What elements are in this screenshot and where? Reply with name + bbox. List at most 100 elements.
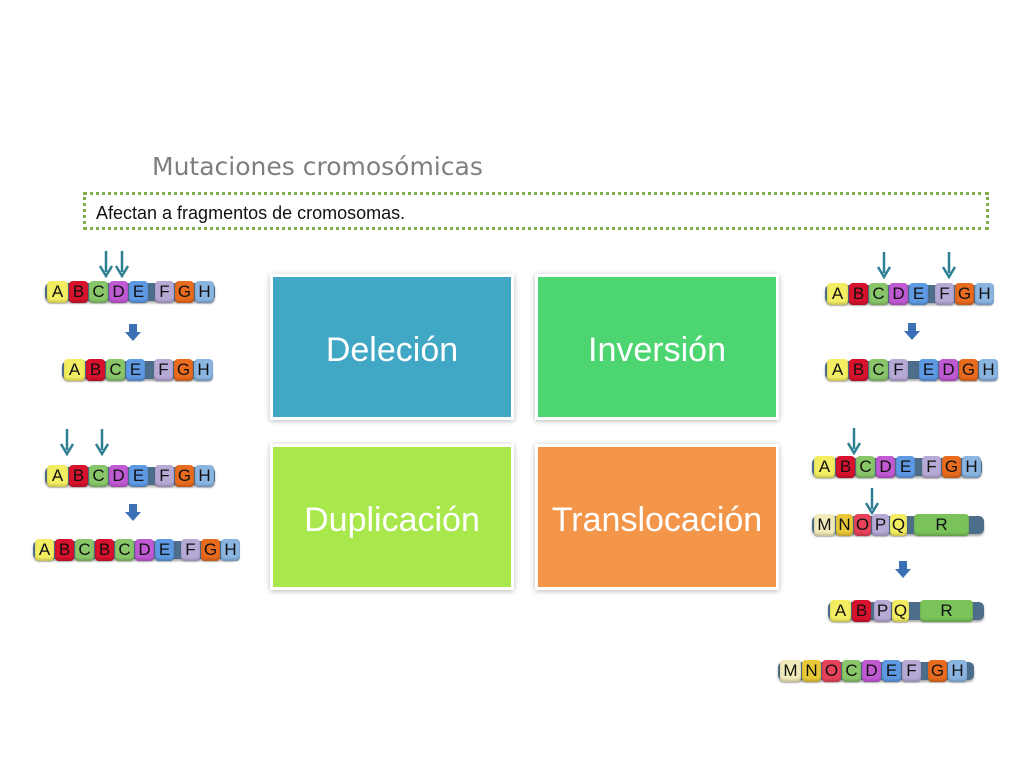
gene-A: A — [830, 600, 851, 622]
gene-B: B — [95, 539, 114, 561]
gene-D: D — [889, 283, 908, 305]
card-label: Inversión — [588, 330, 726, 369]
gene-C: C — [106, 359, 125, 381]
subtitle-text: Afectan a fragmentos de cromosomas. — [96, 203, 406, 223]
gene-N: N — [802, 660, 821, 682]
gene-B: B — [836, 456, 855, 478]
gene-E: E — [909, 283, 928, 305]
gene-A: A — [827, 359, 848, 381]
gene-R: R — [914, 514, 969, 536]
gene-M: M — [780, 660, 801, 682]
gene-A: A — [827, 283, 848, 305]
gene-C: C — [89, 465, 108, 487]
arrow-down-icon — [864, 488, 880, 516]
subtitle-box: Afectan a fragmentos de cromosomas. — [83, 192, 989, 230]
gene-F: F — [922, 456, 941, 478]
gene-C: C — [869, 359, 888, 381]
gene-G: G — [175, 465, 194, 487]
gene-F: F — [155, 281, 174, 303]
arrow-down-icon — [98, 251, 114, 279]
gene-A: A — [35, 539, 54, 561]
card-translocacion: Translocación — [538, 447, 776, 587]
gene-G: G — [174, 359, 193, 381]
arrow-down-icon — [59, 429, 75, 457]
gene-B: B — [69, 465, 88, 487]
gene-E: E — [126, 359, 145, 381]
gene-E: E — [155, 539, 174, 561]
arrow-down-icon — [941, 252, 957, 280]
gene-D: D — [876, 456, 895, 478]
gene-C: C — [842, 660, 861, 682]
gene-F: F — [154, 359, 173, 381]
gene-F: F — [155, 465, 174, 487]
gene-D: D — [862, 660, 881, 682]
gene-R: R — [920, 600, 973, 622]
gene-C: C — [89, 281, 108, 303]
gene-A: A — [47, 281, 68, 303]
gene-E: E — [129, 281, 148, 303]
gene-N: N — [836, 514, 853, 536]
gene-G: G — [175, 281, 194, 303]
arrow-down-icon — [846, 428, 862, 456]
gene-B: B — [849, 359, 868, 381]
gene-D: D — [939, 359, 958, 381]
gene-B: B — [86, 359, 105, 381]
gene-D: D — [135, 539, 154, 561]
card-label: Translocación — [551, 500, 763, 539]
gene-H: H — [948, 660, 967, 682]
gene-Q: Q — [890, 514, 907, 536]
gene-F: F — [935, 283, 954, 305]
gene-H: H — [194, 359, 213, 381]
gene-O: O — [854, 514, 871, 536]
gene-E: E — [129, 465, 148, 487]
gene-P: P — [872, 514, 889, 536]
gene-B: B — [849, 283, 868, 305]
gene-F: F — [181, 539, 200, 561]
card-label: Duplicación — [304, 500, 480, 539]
card-label: Deleción — [325, 330, 459, 369]
card-duplicacion: Duplicación — [273, 447, 511, 587]
gene-B: B — [852, 600, 871, 622]
arrow-down-icon — [876, 252, 892, 280]
gene-H: H — [979, 359, 998, 381]
gene-E: E — [896, 456, 915, 478]
card-delecion: Deleción — [273, 277, 511, 417]
gene-Q: Q — [892, 600, 909, 622]
gene-G: G — [928, 660, 947, 682]
gene-C: C — [856, 456, 875, 478]
gene-E: E — [882, 660, 901, 682]
gene-H: H — [975, 283, 994, 305]
gene-G: G — [955, 283, 974, 305]
gene-G: G — [201, 539, 220, 561]
gene-P: P — [874, 600, 891, 622]
arrow-down-icon — [114, 251, 130, 279]
arrow-down-icon — [125, 504, 141, 521]
gene-F: F — [889, 359, 908, 381]
gene-M: M — [814, 514, 835, 536]
gene-O: O — [822, 660, 841, 682]
gene-F: F — [902, 660, 921, 682]
gene-D: D — [109, 465, 128, 487]
gene-H: H — [195, 465, 214, 487]
page-title: Mutaciones cromosómicas — [152, 152, 483, 181]
arrow-down-icon — [125, 324, 141, 341]
gene-G: G — [942, 456, 961, 478]
gene-A: A — [814, 456, 835, 478]
gene-C: C — [75, 539, 94, 561]
gene-C: C — [869, 283, 888, 305]
gene-C: C — [115, 539, 134, 561]
gene-A: A — [47, 465, 68, 487]
arrow-down-icon — [904, 323, 920, 340]
gene-H: H — [195, 281, 214, 303]
gene-E: E — [919, 359, 938, 381]
gene-H: H — [962, 456, 981, 478]
card-inversion: Inversión — [538, 277, 776, 417]
arrow-down-icon — [94, 429, 110, 457]
gene-B: B — [55, 539, 74, 561]
gene-G: G — [959, 359, 978, 381]
gene-H: H — [221, 539, 240, 561]
gene-D: D — [109, 281, 128, 303]
gene-B: B — [69, 281, 88, 303]
arrow-down-icon — [895, 561, 911, 578]
gene-A: A — [64, 359, 85, 381]
